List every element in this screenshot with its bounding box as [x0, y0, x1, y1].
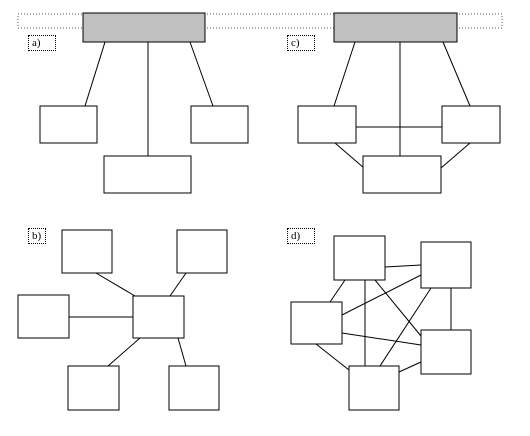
node [348, 365, 400, 411]
edge [107, 337, 141, 367]
edge [95, 272, 136, 297]
node [61, 229, 113, 274]
edge [169, 272, 187, 297]
edge [334, 142, 365, 169]
node [290, 301, 343, 345]
edge [379, 287, 432, 367]
node [297, 105, 357, 144]
hub-node [82, 12, 206, 43]
edge [177, 337, 187, 367]
node [362, 155, 442, 194]
node [17, 294, 70, 339]
node [420, 241, 472, 289]
node [190, 105, 249, 144]
node [333, 235, 386, 281]
diagram-d [290, 235, 472, 411]
edge [315, 343, 350, 371]
diagram-a [39, 12, 249, 194]
edge [442, 41, 471, 107]
edge [384, 264, 422, 268]
edge [440, 142, 471, 169]
edge [398, 361, 422, 373]
label-c: c) [287, 35, 315, 51]
hub-node [333, 12, 458, 43]
edge [333, 41, 356, 107]
edge [341, 274, 422, 316]
edge [374, 279, 422, 337]
label-a: a) [28, 35, 56, 51]
center-node [132, 295, 185, 339]
node [420, 329, 472, 375]
node [441, 105, 501, 144]
node [168, 365, 220, 411]
edge [341, 332, 422, 346]
diagram-c [297, 12, 501, 194]
edge [84, 41, 106, 107]
node [176, 229, 228, 274]
node [67, 365, 120, 411]
label-b: b) [28, 228, 46, 244]
edge [189, 41, 214, 107]
node [39, 105, 98, 144]
edge [329, 279, 346, 303]
node [103, 155, 192, 194]
label-d: d) [287, 228, 315, 244]
diagram-b [17, 229, 228, 411]
